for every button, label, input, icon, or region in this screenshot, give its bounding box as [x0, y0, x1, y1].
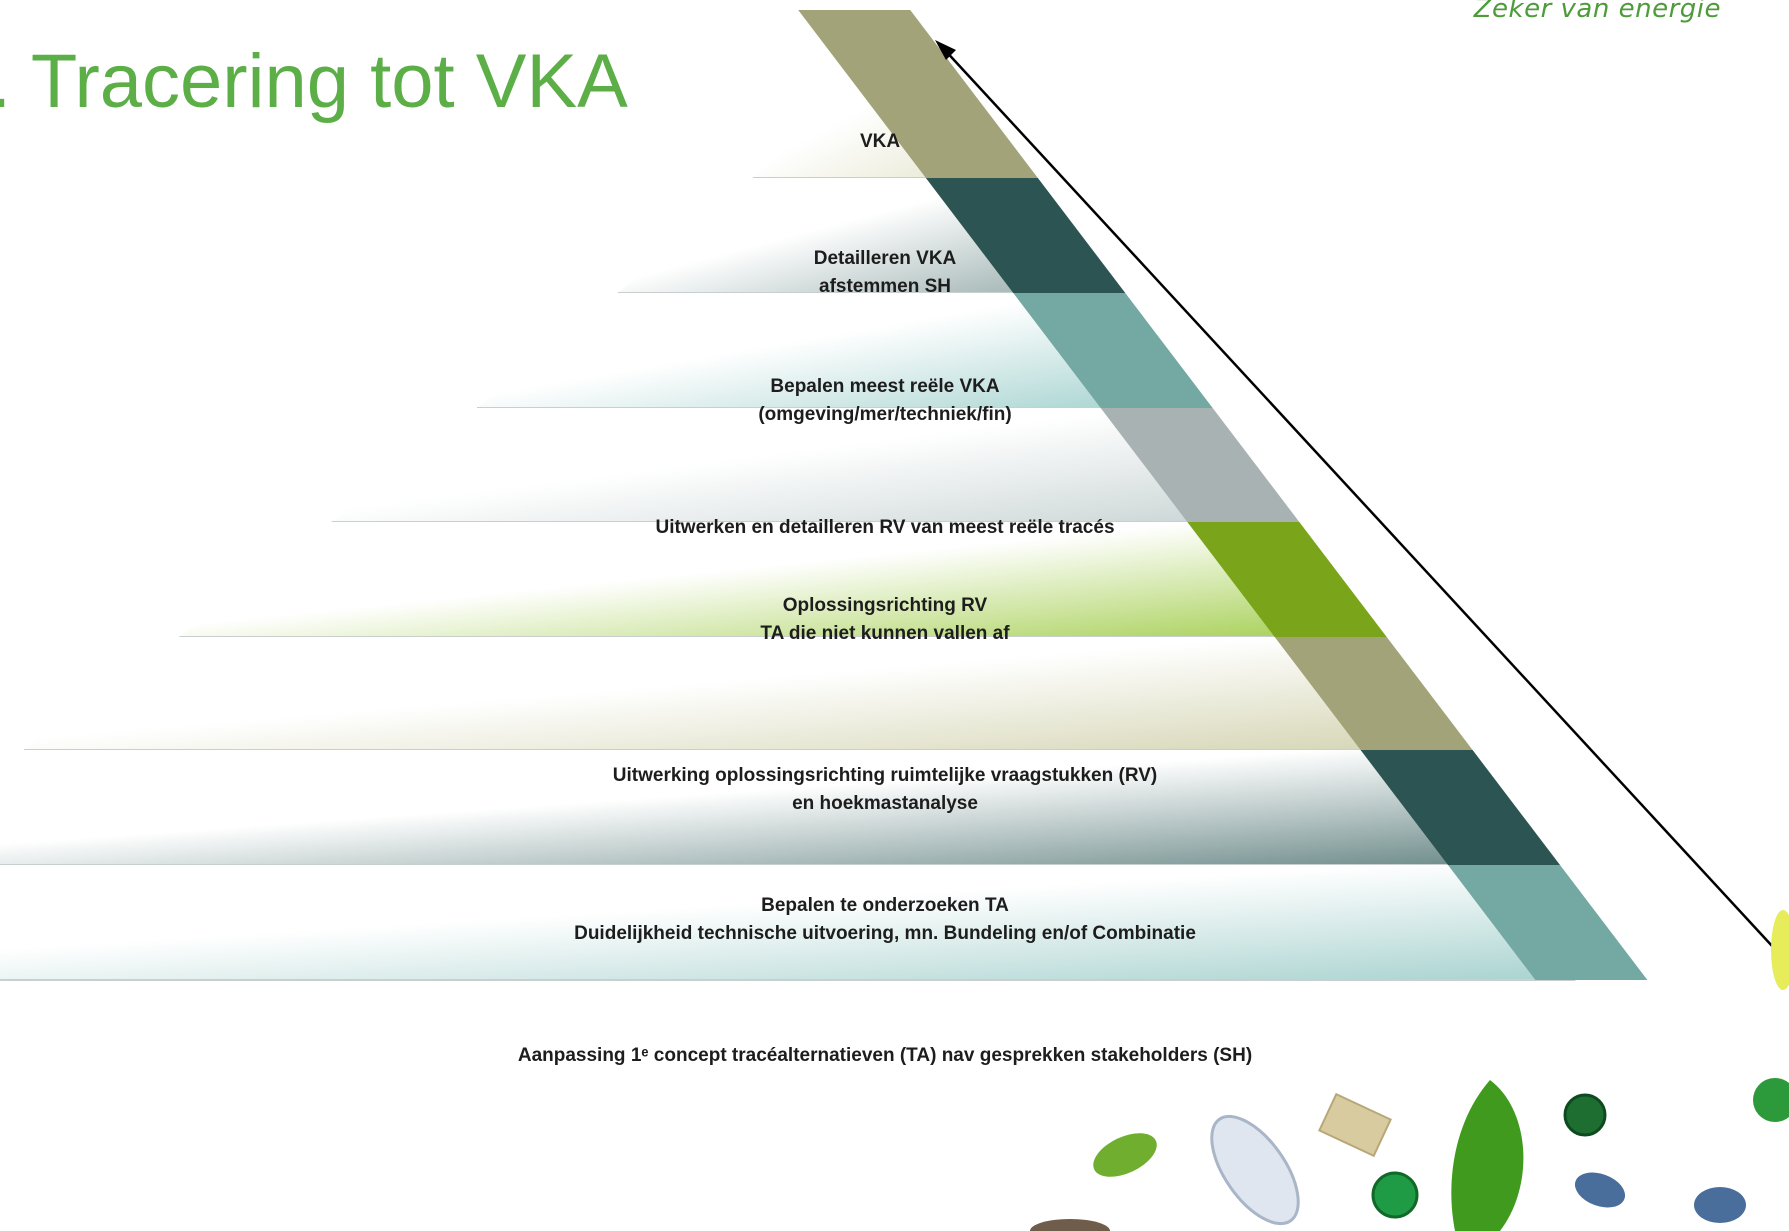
yellow-object-icon [1771, 910, 1789, 990]
pyramid-level-line: TA die niet kunnen vallen af [760, 623, 1010, 644]
green-button-icon [1371, 1171, 1419, 1219]
pyramid-level-band [617, 178, 1054, 293]
pyramid-level-band [179, 522, 1315, 637]
pyramid-level-label: Uitwerken en detailleren RV van meest re… [435, 514, 1335, 542]
arrowhead-icon [935, 40, 956, 60]
pyramid-level-label: Oplossingsrichting RV TA die niet kunnen … [435, 592, 1335, 648]
pyramid-level-line: Uitwerken en detailleren RV van meest re… [655, 517, 1115, 538]
pyramid-level-label: Uitwerking oplossingsrichting ruimtelijk… [435, 762, 1335, 818]
bulb-icon [1093, 1133, 1157, 1177]
leaf-drop-icon [1451, 1080, 1524, 1231]
cable-icon [1030, 1219, 1110, 1231]
progress-arrow [941, 46, 1786, 961]
pyramid-level-line: Oplossingsrichting RV [782, 595, 988, 616]
pyramid-level-band [0, 750, 1488, 865]
pyramid-level-band [0, 865, 1576, 980]
page-title: . Tracering tot VKA [0, 39, 628, 124]
pyramid-level-line: Bepalen te onderzoeken TA [761, 895, 1009, 916]
pyramid-level-line: Duidelijkheid technische uitvoering, mn.… [574, 923, 1196, 944]
progress-strip-segment [925, 178, 1126, 293]
pyramid-level-label: VKA [430, 128, 1330, 156]
progress-strip-segment [1448, 865, 1648, 980]
pyramid-level-label: Bepalen meest reële VKA (omgeving/mer/tec… [435, 373, 1335, 429]
blue-lens-icon [1694, 1187, 1746, 1223]
pyramid-level-line: (omgeving/mer/techniek/fin) [758, 404, 1012, 425]
dark-button-icon [1563, 1093, 1607, 1137]
progress-strip-segment [1360, 750, 1560, 865]
pyramid-level-label: Detailleren VKA afstemmen SH [435, 245, 1335, 301]
pyramid-level-line: Detailleren VKA [813, 248, 957, 269]
tagline: Zeker van energie [1473, 0, 1721, 24]
blue-lens-icon [1574, 1172, 1626, 1208]
progress-strip-segment [1274, 637, 1473, 750]
pyramid-level-line: en hoekmastanalyse [792, 793, 978, 814]
pyramid-level-line: Aanpassing 1ᵉ concept tracéalternatieven… [517, 1045, 1253, 1066]
progress-strip-segment [1100, 408, 1300, 522]
progress-strip-segment [1013, 293, 1213, 408]
pyramid-level-label: Aanpassing 1ᵉ concept tracéalternatieven… [435, 1042, 1335, 1070]
progress-strip-segment [1187, 522, 1387, 637]
mouse-icon [1210, 1114, 1300, 1226]
pyramid-level-line: afstemmen SH [819, 276, 951, 297]
calculator-icon [1318, 1092, 1392, 1158]
pyramid-level-band [476, 293, 1141, 408]
pyramid-level-band [331, 408, 1228, 522]
pyramid-level-label: Bepalen te onderzoeken TA Duidelijkheid t… [435, 892, 1335, 948]
pyramid-level-band [23, 637, 1401, 750]
pyramid-level-line: Bepalen meest reële VKA [770, 376, 1000, 397]
pyramid-level-line: Uitwerking oplossingsrichting ruimtelijk… [612, 765, 1158, 786]
pyramid-level-line: VKA [859, 131, 901, 152]
green-ball-icon [1753, 1078, 1789, 1122]
progress-strip-segment [798, 10, 1038, 178]
